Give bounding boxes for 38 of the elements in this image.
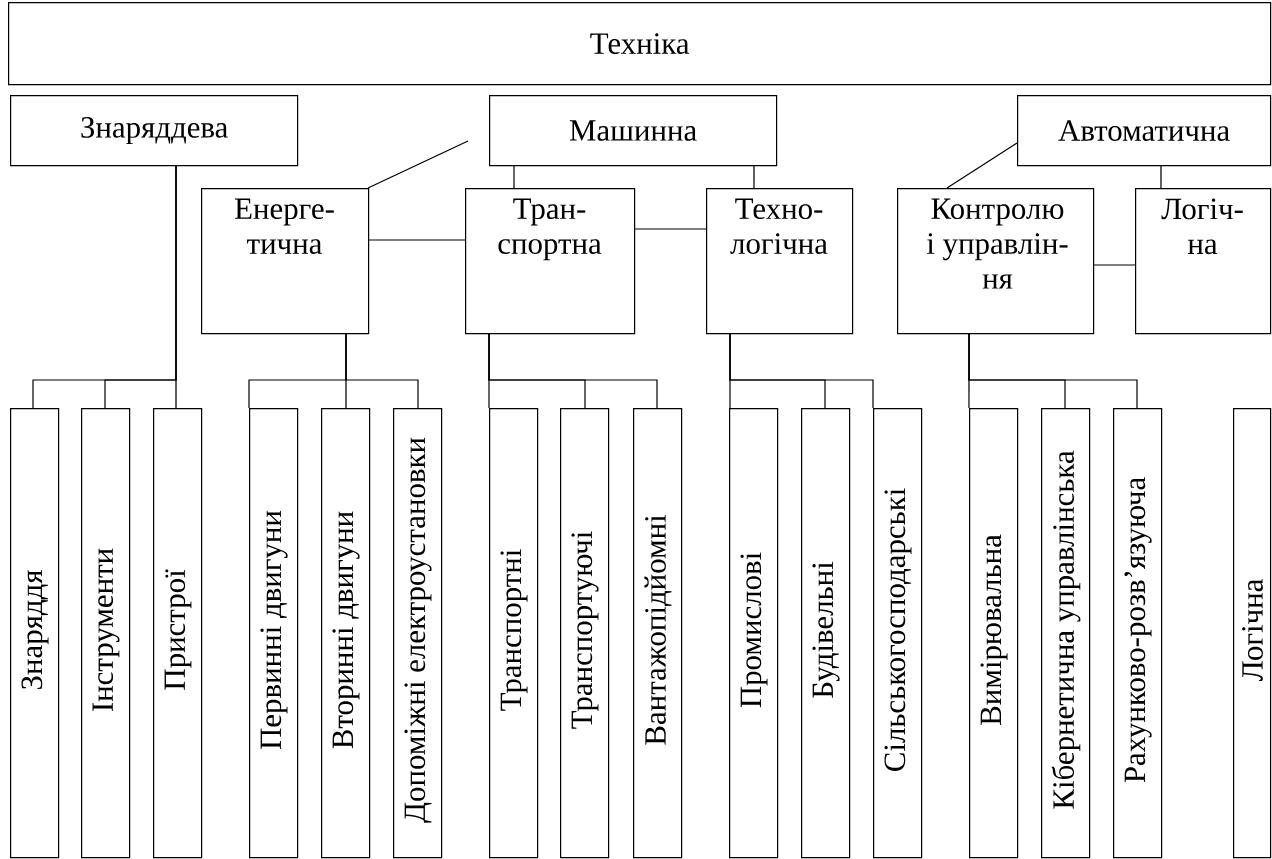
category-box: Первинні двигуни [249, 408, 299, 859]
connector-line [175, 164, 177, 409]
category-box: Промислові [729, 408, 779, 859]
connector-line [633, 228, 707, 230]
connector-line [513, 164, 515, 189]
category-box: Машинна [489, 95, 778, 167]
connector-line [1092, 264, 1136, 266]
category-box: Тран- спортна [465, 188, 636, 335]
category-box: Інструменти [81, 408, 131, 859]
connector-line [1160, 164, 1162, 189]
connector-line [488, 332, 658, 409]
category-box: Контролю і управлін- ня [897, 188, 1095, 335]
category-box: Вантажопідйомні [633, 408, 683, 859]
connector-line [753, 164, 755, 189]
category-box: Техно- логічна [706, 188, 854, 335]
category-box: Знаряддева [10, 95, 299, 167]
category-box: Вимірювальна [969, 408, 1019, 859]
connector-line [968, 332, 1138, 409]
connector-line [946, 142, 1018, 189]
category-box: Автоматична [1017, 95, 1272, 167]
category-box: Логіч- на [1135, 188, 1272, 335]
category-box: Рахунково-розв’язуюча [1113, 408, 1163, 859]
category-box: Транспортуючі [560, 408, 610, 859]
category-box: Допоміжні електроустановки [393, 408, 443, 859]
category-box: Логічна [1233, 408, 1272, 859]
category-box: Будівельні [801, 408, 851, 859]
category-box: Енерге- тична [201, 188, 370, 335]
category-box: Сільськогосподарські [873, 408, 923, 859]
connector-line [367, 140, 469, 189]
category-box: Пристрої [153, 408, 203, 859]
category-box: Знаряддя [10, 408, 60, 859]
connector-line [367, 239, 466, 241]
connector-line [345, 332, 419, 409]
category-box: Техніка [8, 2, 1272, 86]
connector-line [729, 332, 874, 409]
category-box: Кібернетична управлінська [1041, 408, 1091, 859]
category-box: Вторинні двигуни [321, 408, 371, 859]
category-box: Транспортні [489, 408, 539, 859]
